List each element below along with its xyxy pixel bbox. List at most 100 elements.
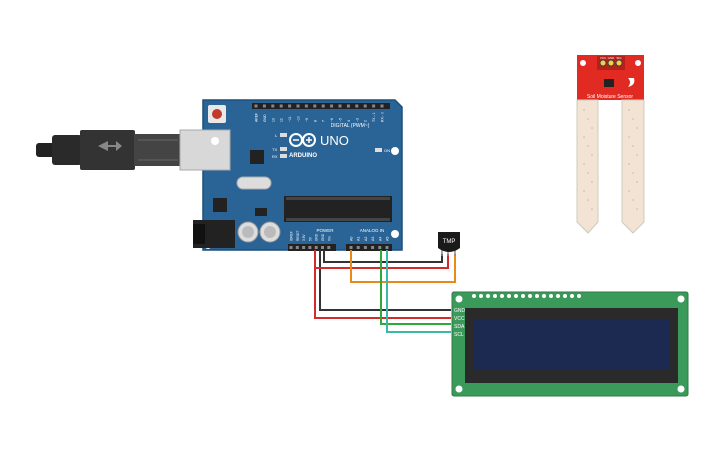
usb-chip <box>250 150 264 164</box>
digital-pin[interactable] <box>346 104 350 108</box>
pin-sig <box>615 59 623 67</box>
pin-gnd <box>607 59 615 67</box>
tmp-sensor: TMP <box>438 232 460 256</box>
led-on <box>375 148 382 152</box>
power-pin-label: Vin <box>327 236 331 241</box>
power-pin-label: GND <box>315 233 319 241</box>
digital-pin[interactable] <box>330 104 334 108</box>
digital-label: DIGITAL (PWM~) <box>331 123 370 129</box>
lcd-header-pin <box>528 294 532 298</box>
analog-pin[interactable] <box>356 246 360 249</box>
digital-pin-label: TX→1 <box>372 112 376 122</box>
analog-header <box>346 244 392 251</box>
digital-pin[interactable] <box>271 104 275 108</box>
led-l-label: L <box>275 133 278 138</box>
digital-pin[interactable] <box>296 104 300 108</box>
mount-hole <box>391 230 399 238</box>
mount-hole <box>677 295 685 303</box>
lcd-header-pin <box>500 294 504 298</box>
digital-header <box>252 103 390 109</box>
power-pin-label: GND <box>321 233 325 241</box>
power-pin[interactable] <box>308 246 312 249</box>
digital-pin[interactable] <box>321 104 325 108</box>
digital-pin[interactable] <box>304 104 308 108</box>
power-pin[interactable] <box>289 246 293 249</box>
led-on-label: ON <box>384 148 390 153</box>
mount-hole <box>455 295 463 303</box>
pin-vcc <box>599 59 607 67</box>
power-pin-label: RESET <box>296 230 300 241</box>
sensor-prong-right <box>621 99 645 234</box>
wire-gnd-tmp <box>323 250 443 263</box>
mount-hole <box>635 60 641 66</box>
lcd-pin-gnd: GND <box>454 308 466 314</box>
lcd-header-pin <box>563 294 567 298</box>
soil-pin-sig: SIG <box>616 56 622 60</box>
lcd-header-pin <box>493 294 497 298</box>
atmega-chip <box>284 196 392 222</box>
digital-pin[interactable] <box>372 104 376 108</box>
lcd-header-pin <box>556 294 560 298</box>
wire-5v-lcd <box>314 250 451 319</box>
led-rx <box>280 154 287 158</box>
digital-pin[interactable] <box>262 104 266 108</box>
soil-moisture-sensor: VCC GND SIG Soil Moisture Sensor <box>576 55 645 234</box>
lcd-display: GND VCC SDA SCL <box>451 291 689 397</box>
wires <box>314 250 456 333</box>
lcd-header-pin <box>521 294 525 298</box>
digital-pin-label: 7 <box>322 120 326 122</box>
sparkfun-flame-icon <box>628 78 635 87</box>
power-pin[interactable] <box>314 246 318 249</box>
analog-pin-label: A3 <box>371 237 375 241</box>
analog-pin[interactable] <box>363 246 367 249</box>
lcd-header-pin <box>486 294 490 298</box>
digital-pin-label: ~6 <box>330 118 334 122</box>
digital-pin-label: ~11 <box>288 116 292 122</box>
digital-pin[interactable] <box>254 104 258 108</box>
wire-scl-lcd <box>386 250 451 333</box>
wire-sda-lcd <box>380 250 451 325</box>
digital-pin-label: 8 <box>313 120 317 122</box>
digital-pin-label: 12 <box>280 118 284 122</box>
power-label: POWER <box>316 228 334 233</box>
power-pin[interactable] <box>321 246 324 249</box>
analog-label: ANALOG IN <box>360 228 385 233</box>
crystal <box>236 176 272 190</box>
lcd-header-pin <box>514 294 518 298</box>
digital-pin-label: GND <box>263 114 267 122</box>
lcd-header-pin <box>577 294 581 298</box>
power-pin-label: 5V <box>308 236 312 241</box>
analog-pin[interactable] <box>349 246 353 249</box>
led-tx <box>280 147 287 151</box>
digital-pin[interactable] <box>288 104 292 108</box>
lcd-header-pin <box>479 294 483 298</box>
led-l <box>280 133 287 137</box>
lcd-pin-vcc: VCC <box>454 316 465 322</box>
digital-pin[interactable] <box>363 104 367 108</box>
wire-gnd-lcd <box>319 250 451 311</box>
sensor-prong-left <box>576 99 599 234</box>
digital-pin[interactable] <box>338 104 342 108</box>
analog-pin[interactable] <box>385 246 389 249</box>
digital-pin[interactable] <box>313 104 317 108</box>
digital-pin-label: ~9 <box>305 118 309 122</box>
led-tx-label: TX <box>272 147 277 152</box>
digital-pin[interactable] <box>380 104 384 108</box>
power-pin[interactable] <box>295 246 299 249</box>
analog-pin[interactable] <box>371 246 375 249</box>
digital-pin[interactable] <box>355 104 359 108</box>
digital-pin-label: ~10 <box>297 116 301 122</box>
digital-pin-label: RX←0 <box>381 112 385 122</box>
analog-pin-label: A1 <box>357 237 361 241</box>
lcd-pin-sda: SDA <box>454 324 465 330</box>
power-pin[interactable] <box>302 246 306 249</box>
lcd-header-pin <box>549 294 553 298</box>
digital-pin-label: 2 <box>364 120 368 122</box>
power-pin-label: IOREF <box>290 231 294 241</box>
digital-pin[interactable] <box>279 104 283 108</box>
analog-pin-label: A5 <box>386 237 390 241</box>
power-pin[interactable] <box>327 246 331 249</box>
analog-pin[interactable] <box>378 246 382 249</box>
soil-pin-vcc: VCC <box>600 56 607 60</box>
